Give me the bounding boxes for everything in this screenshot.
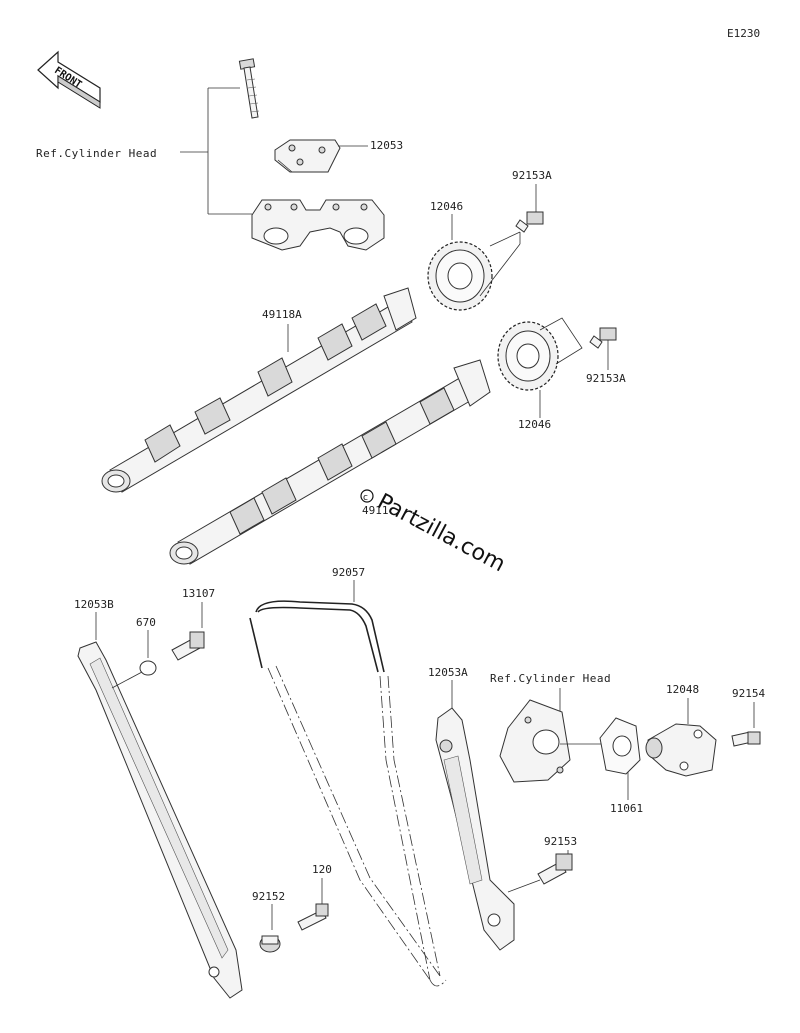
label-92153: 92153 xyxy=(544,835,577,848)
camshaft-sprocket-top-icon xyxy=(427,241,493,311)
leader-sprocket-mid xyxy=(539,317,583,365)
watermark-text: Partzilla.com xyxy=(373,489,509,577)
exhaust-camshaft-icon xyxy=(169,359,491,565)
bolt-120-icon xyxy=(297,903,329,931)
front-arrow-icon: FRONT xyxy=(37,50,101,109)
sprocket-bolt-top-icon xyxy=(515,211,544,233)
ref-cylinder-head-top-label: Ref.Cylinder Head xyxy=(36,147,157,160)
label-12053b: 12053B xyxy=(74,598,114,611)
leader-670-guide xyxy=(111,671,143,689)
camshaft-sprocket-mid-icon xyxy=(497,321,559,391)
chain-guide-right-icon xyxy=(435,707,515,951)
label-12053: 12053 xyxy=(370,139,403,152)
svg-text:c: c xyxy=(363,493,368,503)
camshaft-cap-plate-icon xyxy=(274,139,341,173)
leader-sprocket-bolt-top xyxy=(479,231,521,297)
washer-670-icon xyxy=(139,660,157,676)
label-12048: 12048 xyxy=(666,683,699,696)
label-92057: 92057 xyxy=(332,566,365,579)
diagram-id: E1230 xyxy=(727,27,760,40)
ref-cylinder-head-bottom-label: Ref.Cylinder Head xyxy=(490,672,611,685)
label-49118a: 49118A xyxy=(262,308,302,321)
label-92152: 92152 xyxy=(252,890,285,903)
collar-92152-icon xyxy=(259,935,281,953)
intake-camshaft-icon xyxy=(101,287,417,493)
chain-guide-left-icon xyxy=(77,641,243,999)
label-4911-partial: 4911 xyxy=(362,504,389,517)
tensioner-bolt-92154-icon xyxy=(731,731,761,747)
guide-bolt-92153-icon xyxy=(537,853,573,885)
label-92154: 92154 xyxy=(732,687,765,700)
partzilla-watermark: c Partzilla.com xyxy=(360,489,509,577)
camshaft-holder-icon xyxy=(251,199,385,251)
label-12046-top: 12046 xyxy=(430,200,463,213)
gasket-11061-icon xyxy=(599,717,641,775)
label-13107: 13107 xyxy=(182,587,215,600)
label-12046-mid: 12046 xyxy=(518,418,551,431)
camshaft-cap-bolt-icon xyxy=(238,58,260,119)
sprocket-bolt-mid-icon xyxy=(589,327,617,349)
guide-bolt-13107-icon xyxy=(171,631,205,661)
ref-top-leader xyxy=(180,87,252,215)
cam-chain-icon xyxy=(249,600,447,987)
cylinder-head-section-icon xyxy=(499,699,571,783)
chain-tensioner-icon xyxy=(645,723,717,777)
label-120: 120 xyxy=(312,863,332,876)
label-92153a-top: 92153A xyxy=(512,169,552,182)
label-670: 670 xyxy=(136,616,156,629)
label-11061: 11061 xyxy=(610,802,643,815)
label-12053a: 12053A xyxy=(428,666,468,679)
leader-92153-guide xyxy=(507,879,541,893)
label-92153a-mid: 92153A xyxy=(586,372,626,385)
